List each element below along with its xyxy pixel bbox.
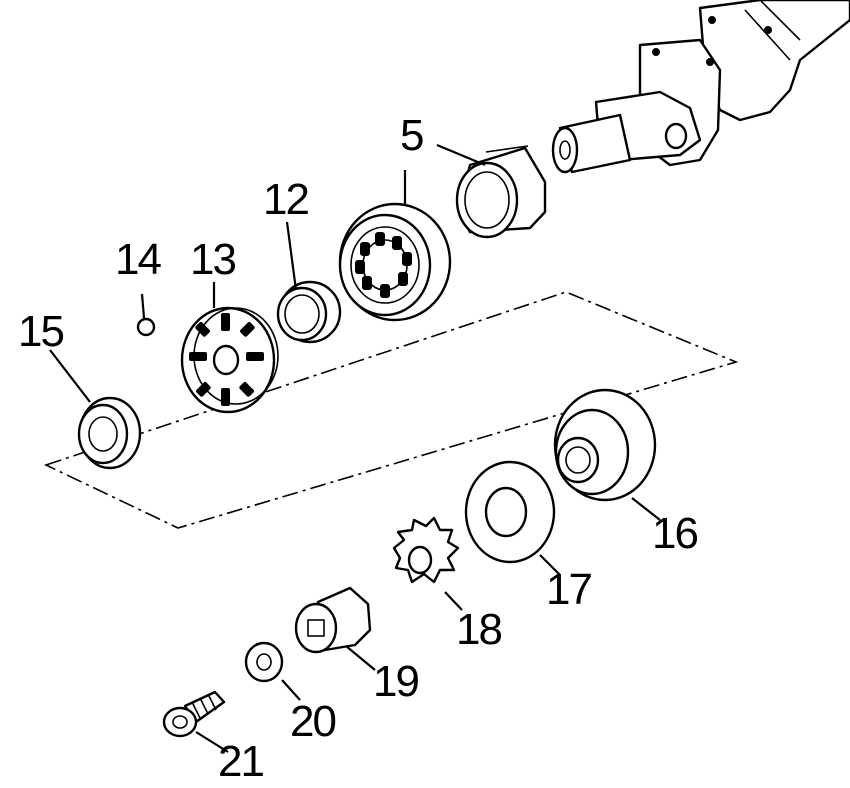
callout-18: 18 [456, 605, 503, 654]
part-13-slotted-disc [180, 306, 279, 414]
callout-14: 14 [115, 235, 162, 284]
callout-16: 16 [652, 509, 699, 558]
callout-13: 13 [190, 235, 237, 284]
callout-5: 5 [400, 111, 425, 160]
part-19-bush [294, 586, 372, 654]
part-17-washer [464, 460, 556, 564]
callout-21: 21 [218, 737, 265, 786]
part-15-seal [77, 396, 142, 470]
part-16-flange [553, 388, 657, 502]
callout-17: 17 [546, 565, 593, 614]
part-14-ball [136, 317, 156, 337]
part-20-washer [244, 641, 284, 683]
part-18-gear [392, 516, 460, 584]
callout-19: 19 [373, 657, 420, 706]
callout-12: 12 [263, 175, 310, 224]
group-outline [43, 291, 739, 529]
leader-lines [49, 143, 661, 753]
roller-bearing [338, 202, 452, 322]
part-12-ring [276, 280, 342, 344]
part-21-bolt [162, 690, 226, 738]
callout-20: 20 [290, 697, 337, 746]
part-5-sleeve [455, 145, 547, 239]
crankshaft [551, 0, 850, 174]
callout-15: 15 [18, 307, 65, 356]
